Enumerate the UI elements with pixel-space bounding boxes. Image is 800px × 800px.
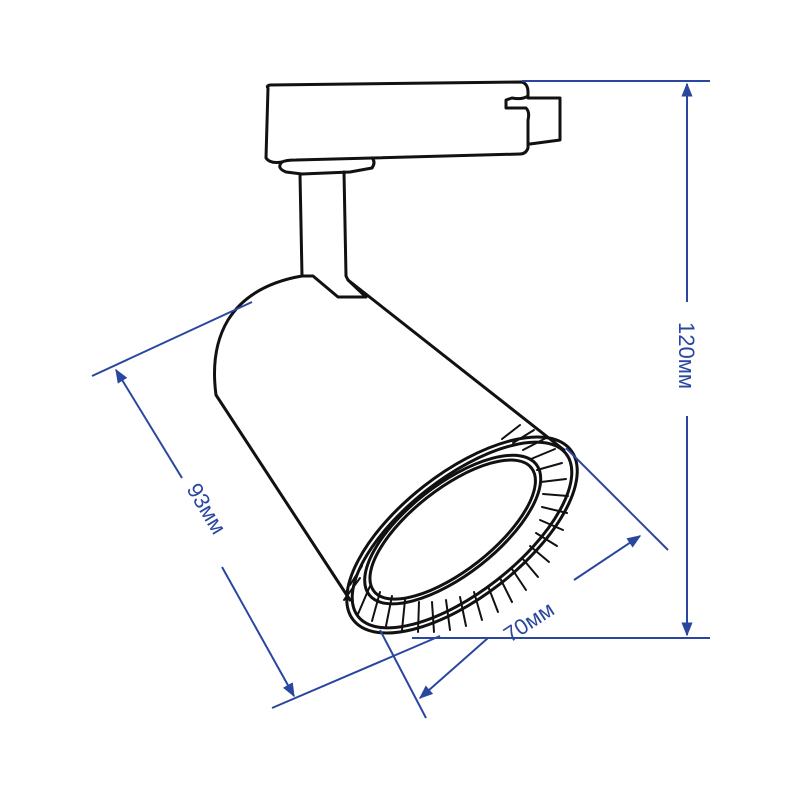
dimension-annotations [91, 80, 710, 719]
diameter-dimension [379, 447, 669, 719]
diameter-label: 70мм [499, 596, 559, 647]
lamp-body [213, 274, 566, 602]
height-dimension [412, 80, 710, 639]
heat-fins [343, 424, 569, 633]
track-adapter [264, 80, 562, 176]
lamp-fixture [213, 80, 579, 635]
front-bezel [345, 435, 579, 635]
length-label: 93мм [182, 479, 232, 539]
length-dimension [91, 301, 441, 709]
stem [298, 170, 368, 299]
height-label: 120мм [674, 322, 699, 389]
